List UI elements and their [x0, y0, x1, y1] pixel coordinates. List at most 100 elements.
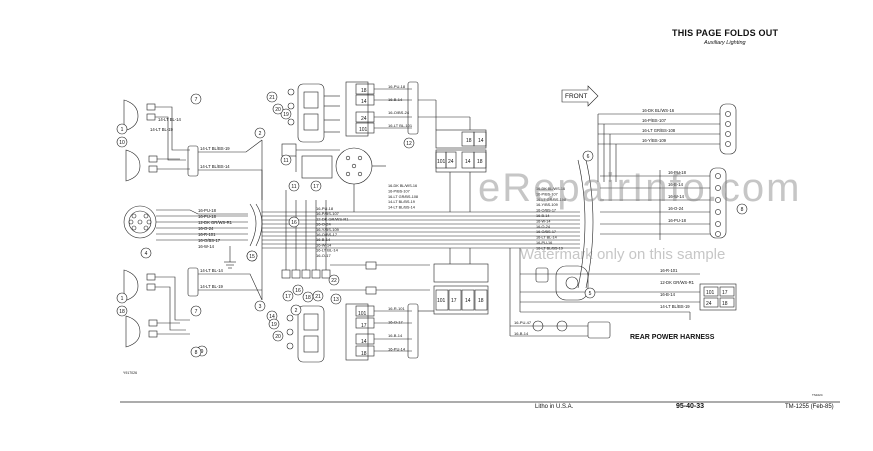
callout-circle: [266, 91, 278, 103]
relay-terminal: 14: [361, 99, 367, 105]
callout-circle: [330, 293, 342, 305]
callout-number: 6: [587, 154, 590, 160]
callout-number: 17: [285, 294, 291, 300]
relay-terminal: 24: [706, 301, 712, 307]
callout-circle: [254, 300, 266, 312]
wire-label: 12-DK GR/WS-R1: [316, 216, 349, 221]
callout-circle: [288, 216, 300, 228]
wire-label: 16-W-14: [198, 244, 215, 249]
callout-circle: [254, 127, 266, 139]
wire-label: 16-O-24: [198, 226, 214, 231]
wire-label: 16-W-14: [668, 194, 685, 199]
wire-label: 16-O-24: [316, 222, 331, 227]
wire-label: 16-O/BS-17: [198, 238, 221, 243]
callout-number: 2: [259, 131, 262, 137]
wire-label: 16-PU-18: [198, 214, 217, 219]
wire-label: 16-PU-18: [198, 208, 217, 213]
page-subtitle: Auxiliary Lighting: [704, 40, 746, 46]
callout-number: 2: [295, 308, 298, 314]
callout-circle: [403, 137, 415, 149]
wire-label: 16-O-24: [536, 225, 550, 229]
callout-circle: [116, 305, 128, 317]
wire-label: 16-P/BS-107: [388, 189, 410, 193]
relay-terminal: 17: [451, 298, 457, 304]
relay-terminal: 18: [722, 301, 728, 307]
relay-terminal: 24: [361, 116, 367, 122]
wire-label: 12-DK GR/WS-R1: [198, 220, 233, 225]
callout-circle: [190, 93, 202, 105]
callout-number: 16: [291, 220, 297, 226]
front-arrow-label: FRONT: [565, 93, 588, 100]
wire-label: 16-R-101: [198, 232, 216, 237]
relay-terminal: 14: [361, 339, 367, 345]
document-reference: TM-1255 (Feb-85): [785, 404, 834, 410]
wire-label: 16-DK BL/WS-16: [642, 108, 675, 113]
wire-label: 16-O-17: [388, 320, 403, 325]
callout-number: 9: [201, 349, 204, 355]
relay-terminal: 18: [361, 88, 367, 94]
wire-label: 16-LT GR/BS-108: [388, 195, 418, 199]
callout-number: 7: [195, 97, 198, 103]
wire-label: 16-LT GR/BS-108: [536, 198, 566, 202]
relay-terminal: 101: [706, 290, 715, 296]
wire-label: 14-LT BL-14: [158, 117, 182, 122]
callout-circle: [246, 250, 258, 262]
wire-label: 14-LT BL/BS-14: [388, 206, 415, 210]
wire-label: 16-O/BS-17: [536, 209, 556, 213]
wire-label: 16-LT BL-14: [316, 248, 339, 253]
callout-circle: [280, 154, 292, 166]
callout-number: 1: [121, 296, 124, 302]
wire-label: 16-P/BS-107: [642, 118, 667, 123]
callout-number: 11: [283, 158, 288, 164]
callout-number: 15: [249, 254, 255, 260]
callout-circle: [312, 290, 324, 302]
callout-number: 14: [269, 314, 275, 320]
wire-label: 16-R-101: [388, 306, 405, 311]
wire-label: 16-W-14: [316, 242, 332, 247]
wire-label: 14-LT BL-14: [200, 268, 224, 273]
wire-label: 16-LT BL-101: [388, 123, 413, 128]
callout-number: 12: [406, 141, 412, 147]
callout-circle: [282, 290, 294, 302]
wire-label: 16-DK BL/WS-16: [388, 184, 417, 188]
callout-number: 21: [315, 294, 321, 300]
wire-label: 14-LT BL/BS-19: [388, 200, 415, 204]
wire-label: 12-DK GR/WS-R1: [660, 280, 695, 285]
callout-number: 19: [283, 112, 289, 118]
wire-label: 14-LT BL/BS-19: [200, 146, 230, 151]
callout-number: 1: [121, 127, 124, 133]
callout-number: 16: [295, 288, 301, 294]
relay-terminal: 14: [478, 138, 484, 144]
wire-label: 16-B-14: [388, 97, 403, 102]
relay-terminal: 18: [361, 351, 367, 357]
wire-label: 16-O/BS-24: [388, 110, 410, 115]
wire-label: 16-B-14: [388, 333, 403, 338]
callout-circle: [190, 305, 202, 317]
wire-label: 16-PU-16: [536, 241, 552, 245]
callout-number: 5: [589, 291, 592, 297]
wire-label: 16-B-14: [316, 237, 331, 242]
relay-terminal: 24: [448, 159, 454, 165]
wire-label: 16-O/BS-17: [316, 232, 338, 237]
relay-terminal: 101: [437, 159, 446, 165]
relay-terminal: 17: [361, 323, 367, 329]
relay-terminal: 101: [437, 298, 446, 304]
rear-harness-label: REAR POWER HARNESS: [630, 334, 715, 341]
relay-terminal: 18: [478, 298, 484, 304]
wire-label: 16-B-14: [668, 182, 684, 187]
wire-label: 16-O-17: [316, 253, 331, 258]
wire-label: 16-Y/BS-109: [642, 138, 667, 143]
callout-number: 22: [331, 278, 337, 284]
relay-terminal: 101: [358, 311, 367, 317]
callout-number: 13: [333, 297, 339, 303]
wire-label: 16-PU-14: [388, 347, 406, 352]
wire-label: 16-Y/BS-109: [536, 203, 558, 207]
relay-terminal: 17: [722, 290, 728, 296]
wire-label: 16-PU-47: [514, 320, 532, 325]
page-number: 95-40-33: [676, 403, 705, 410]
callout-circle: [328, 274, 340, 286]
callout-number: 10: [119, 140, 125, 146]
relay-terminal: 14: [465, 298, 471, 304]
wire-label: 14-LT BL-19: [200, 284, 224, 289]
